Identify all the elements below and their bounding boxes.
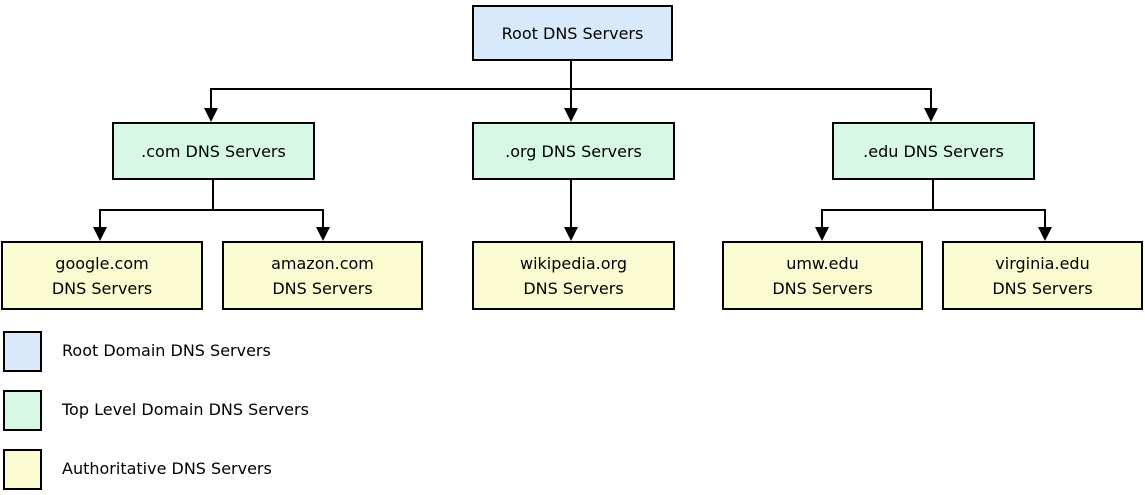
connector-root-to-com-line bbox=[210, 88, 212, 109]
node-label-line2: DNS Servers bbox=[772, 278, 873, 298]
connector-root-to-edu-line bbox=[930, 88, 932, 109]
arrowhead-to-wikipedia-icon bbox=[564, 227, 578, 241]
legend-label-top-level-domain: Top Level Domain DNS Servers bbox=[62, 400, 309, 419]
node-label-line1: virginia.edu bbox=[995, 253, 1090, 273]
connector-root-to-org-line bbox=[570, 61, 572, 109]
node-virginia-dns-servers: virginia.edu DNS Servers bbox=[942, 241, 1143, 310]
node-com-dns-servers: .com DNS Servers bbox=[112, 122, 315, 180]
node-label: .org DNS Servers bbox=[505, 141, 642, 161]
node-wikipedia-dns-servers: wikipedia.org DNS Servers bbox=[472, 241, 675, 310]
legend-swatch-authoritative bbox=[3, 449, 42, 490]
arrowhead-to-edu-icon bbox=[924, 108, 938, 122]
connector-edu-stem-line bbox=[932, 180, 934, 211]
node-label-line1: google.com bbox=[55, 253, 149, 273]
node-label-line2: DNS Servers bbox=[992, 278, 1093, 298]
node-label-line1: amazon.com bbox=[271, 253, 374, 273]
connector-edu-to-umw-line bbox=[821, 209, 823, 228]
node-label-line2: DNS Servers bbox=[272, 278, 373, 298]
node-org-dns-servers: .org DNS Servers bbox=[472, 122, 675, 180]
connector-edu-horizontal-bar bbox=[821, 209, 1046, 211]
connector-root-horizontal-bar bbox=[210, 88, 932, 90]
arrowhead-to-virginia-icon bbox=[1038, 227, 1052, 241]
node-label-line2: DNS Servers bbox=[523, 278, 624, 298]
arrowhead-to-umw-icon bbox=[815, 227, 829, 241]
node-label: .edu DNS Servers bbox=[863, 141, 1004, 161]
node-label-line1: umw.edu bbox=[786, 253, 859, 273]
node-umw-dns-servers: umw.edu DNS Servers bbox=[722, 241, 923, 310]
connector-org-to-wikipedia-line bbox=[570, 180, 572, 228]
legend-label-root-domain: Root Domain DNS Servers bbox=[62, 341, 271, 360]
legend-swatch-root-domain bbox=[3, 331, 42, 372]
arrowhead-to-com-icon bbox=[204, 108, 218, 122]
arrowhead-to-amazon-icon bbox=[316, 227, 330, 241]
node-label-line2: DNS Servers bbox=[51, 278, 153, 298]
connector-com-stem-line bbox=[212, 180, 214, 211]
connector-com-to-amazon-line bbox=[322, 209, 324, 228]
node-label: Root DNS Servers bbox=[501, 23, 644, 43]
node-label: .com DNS Servers bbox=[141, 141, 286, 161]
connector-com-to-google-line bbox=[99, 209, 101, 228]
legend-label-authoritative: Authoritative DNS Servers bbox=[62, 459, 272, 478]
connector-com-horizontal-bar bbox=[99, 209, 324, 211]
arrowhead-to-google-icon bbox=[93, 227, 107, 241]
legend-swatch-top-level-domain bbox=[3, 390, 42, 431]
node-edu-dns-servers: .edu DNS Servers bbox=[832, 122, 1035, 180]
connector-edu-to-virginia-line bbox=[1044, 209, 1046, 228]
node-label-line1: wikipedia.org bbox=[520, 253, 627, 273]
node-root-dns-servers: Root DNS Servers bbox=[472, 5, 673, 61]
node-amazon-dns-servers: amazon.com DNS Servers bbox=[222, 241, 423, 310]
arrowhead-to-org-icon bbox=[564, 108, 578, 122]
node-google-dns-servers: google.com DNS Servers bbox=[1, 241, 203, 310]
